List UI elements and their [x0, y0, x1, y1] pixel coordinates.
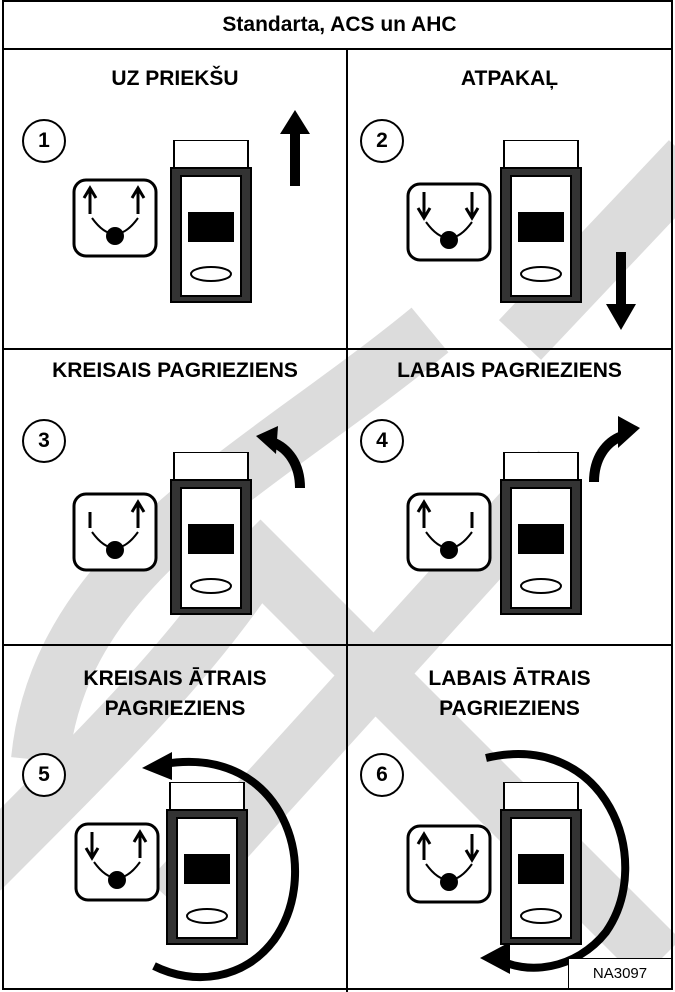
circular-arrow-cw-icon — [480, 750, 630, 974]
cell-title-line: PAGRIEZIENS — [104, 697, 246, 720]
ride-on-trowel-icon — [500, 452, 582, 615]
curved-arrow-left-icon — [256, 426, 305, 489]
operator-hands-icon — [74, 822, 160, 902]
operator-hands-icon — [406, 182, 492, 262]
cell-title-fast-left-turn: KREISAIS ĀTRAIS PAGRIEZIENS — [4, 664, 346, 724]
cell-title-line: LABAIS ĀTRAIS — [428, 667, 591, 690]
operator-hands-icon — [406, 824, 492, 904]
step-number-3: 3 — [22, 419, 66, 463]
figure-code: NA3097 — [568, 958, 671, 988]
ride-on-trowel-icon — [170, 140, 252, 303]
circular-arrow-ccw-icon — [142, 752, 299, 982]
cell-title-left-turn: KREISAIS PAGRIEZIENS — [52, 359, 298, 382]
step-number-5: 5 — [22, 753, 66, 797]
step-number-1: 1 — [22, 119, 66, 163]
divider — [4, 48, 671, 50]
ride-on-trowel-icon — [500, 782, 582, 945]
table-title: Standarta, ACS un AHC — [222, 13, 457, 36]
cell-title-right-turn: LABAIS PAGRIEZIENS — [397, 359, 622, 382]
step-number-2: 2 — [360, 119, 404, 163]
divider — [4, 644, 671, 646]
cell-title-reverse: ATPAKAĻ — [460, 67, 559, 90]
ride-on-trowel-icon — [170, 452, 252, 615]
ride-on-trowel-icon — [166, 782, 248, 945]
operator-hands-icon — [72, 178, 158, 258]
divider — [4, 348, 671, 350]
cell-title-forward: UZ PRIEKŠU — [111, 67, 239, 90]
up-arrow-icon — [280, 110, 310, 186]
step-number-4: 4 — [360, 419, 404, 463]
curved-arrow-right-icon — [589, 416, 640, 483]
operator-hands-icon — [406, 492, 492, 572]
cell-title-line: PAGRIEZIENS — [439, 697, 580, 720]
step-number-6: 6 — [360, 753, 404, 797]
ride-on-trowel-icon — [500, 140, 582, 303]
cell-title-line: KREISAIS ĀTRAIS — [83, 667, 267, 690]
operator-hands-icon — [72, 492, 158, 572]
cell-title-fast-right-turn: LABAIS ĀTRAIS PAGRIEZIENS — [348, 664, 671, 724]
divider — [346, 48, 348, 992]
down-arrow-icon — [606, 252, 636, 330]
